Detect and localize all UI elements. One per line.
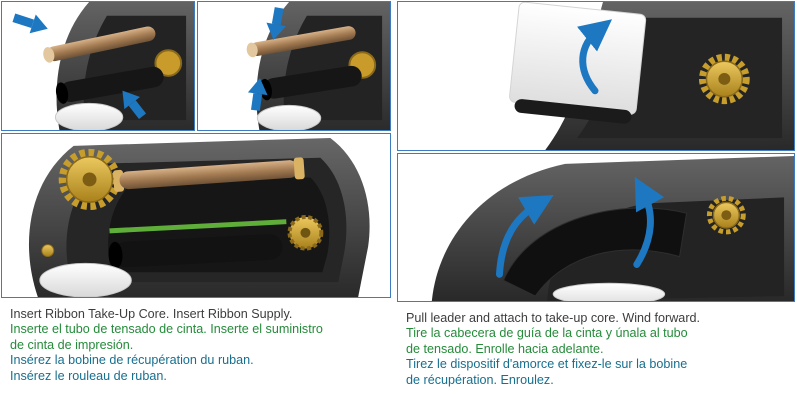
- gold-knob-center: [718, 73, 731, 85]
- figure-insert-take-up-core-illustration: [12, 2, 194, 130]
- wind-arrow-icon: [633, 176, 665, 268]
- figure-insert-ribbon-supply-illustration: [246, 2, 390, 130]
- gold-knob-scallop: [698, 53, 750, 105]
- figure-ribbon-installed: [1, 133, 391, 298]
- insert-arrow-icon: [247, 78, 268, 111]
- ribbon-take-up-core: [43, 26, 156, 63]
- figure-wind-forward-illustration: [431, 155, 794, 301]
- media-roll: [256, 104, 322, 130]
- figure-pull-leader-illustration: [509, 2, 794, 150]
- figure-ribbon-installed-illustration: [28, 137, 370, 297]
- media-roll: [54, 102, 124, 130]
- caption-line-french: Insérez le rouleau de ruban.: [10, 368, 167, 383]
- ribbon-take-up-core: [246, 26, 356, 58]
- gold-gear-scallop: [706, 195, 746, 235]
- gold-gear-center: [721, 210, 732, 221]
- ribbon-web: [502, 207, 688, 297]
- media-roll: [39, 262, 132, 297]
- caption-left: Insert Ribbon Take-Up Core. Insert Ribbo…: [10, 307, 323, 384]
- wind-arrow-icon: [577, 19, 613, 95]
- figure-insert-ribbon-supply: [197, 1, 391, 131]
- figure-insert-take-up-core: [1, 1, 195, 131]
- ribbon-take-up-core: [113, 157, 305, 192]
- caption-line-spanish: Tire la cabecera de guía de la cinta y ú…: [406, 326, 688, 341]
- caption-line-english: Pull leader and attach to take-up core. …: [406, 311, 701, 325]
- caption-line-spanish: de tensado. Enrolle hacia adelante.: [406, 341, 604, 356]
- figure-pull-leader: [397, 1, 795, 151]
- ribbon-supply-roll: [259, 65, 362, 101]
- caption-line-spanish: Inserte el tubo de tensado de cinta. Ins…: [10, 322, 323, 337]
- insert-arrow-icon: [122, 90, 147, 119]
- printhead-strip: [109, 219, 287, 234]
- wind-arrow-icon: [496, 194, 554, 278]
- caption-line-french: Insérez la bobine de récupération du rub…: [10, 353, 254, 368]
- insert-arrow-icon: [12, 13, 48, 34]
- gold-screw: [41, 244, 55, 257]
- gold-gear-center: [300, 227, 311, 238]
- caption-line-spanish: de cinta de impresión.: [10, 337, 134, 352]
- gold-knob-center: [82, 172, 97, 187]
- caption-line-french: Tirez le dispositif d'amorce et fixez-le…: [406, 357, 688, 372]
- ribbon-supply-roll: [55, 66, 164, 104]
- ribbon-leader: [509, 2, 647, 124]
- caption-right: Pull leader and attach to take-up core. …: [406, 311, 700, 388]
- ribbon-supply-roll: [108, 234, 283, 269]
- figure-wind-forward: [397, 153, 795, 302]
- caption-line-english: Insert Ribbon Take-Up Core. Insert Ribbo…: [10, 307, 293, 321]
- gold-gear: [154, 49, 183, 77]
- caption-line-french: de récupération. Enroulez.: [406, 372, 554, 387]
- media-roll: [552, 282, 666, 301]
- insert-arrow-icon: [266, 7, 286, 40]
